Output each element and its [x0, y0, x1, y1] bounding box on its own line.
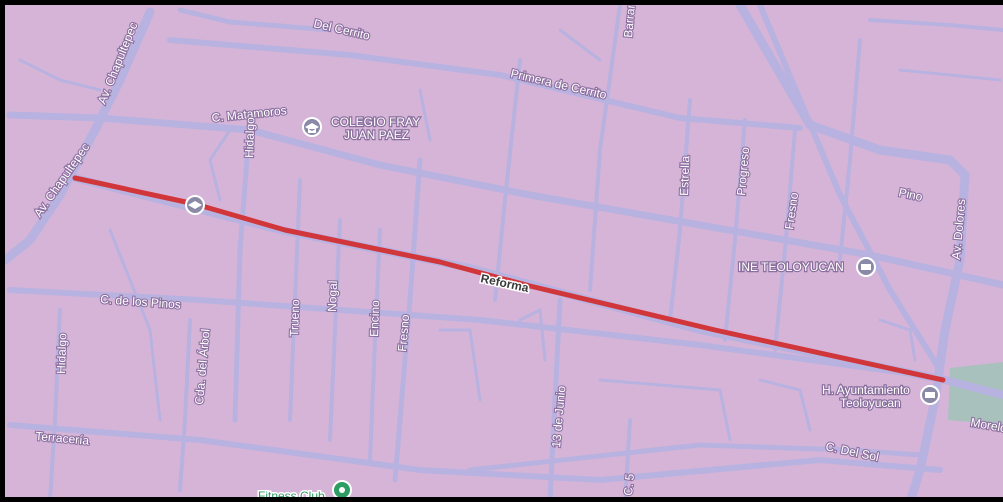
street-label-estrella: Estrella: [677, 155, 692, 196]
poi-ine-label: INE TEOLOYUCAN: [738, 260, 844, 274]
poi-colegio-label-line1: COLEGIO FRAY: [331, 115, 420, 129]
street-label-c-5: C. 5: [621, 473, 637, 496]
street-label-trueno: Trueno: [287, 299, 302, 337]
street-fresno-south: [392, 157, 423, 483]
map-canvas[interactable]: Reforma Del Cerrito Primera de Cerrito B…: [5, 5, 1003, 502]
street-label-hidalgo-bottom: Hidalgo: [54, 333, 69, 374]
street-minor-12: [558, 28, 602, 62]
street-minor-10: [208, 128, 232, 202]
street-hidalgo: [232, 117, 253, 423]
street-estrella: [668, 98, 692, 322]
street-minor-9: [18, 58, 102, 92]
street-diagonal-east: [757, 5, 943, 373]
poi-colegio-fray-juan-paez[interactable]: COLEGIO FRAY JUAN PAEZ: [302, 114, 421, 143]
poi-school-marker[interactable]: [185, 195, 205, 215]
street-nogal: [328, 218, 342, 442]
street-label-pino: Pino: [897, 185, 924, 204]
poi-colegio-label-line2: JUAN PAEZ: [344, 128, 409, 142]
street-encino: [368, 228, 382, 462]
government-icon-glyph: [925, 392, 935, 398]
street-label-13-de-junio: 13 de Junio: [549, 385, 568, 448]
street-av-chapultepec: [5, 7, 155, 265]
street-label-nogal: Nogal: [325, 280, 340, 312]
street-label-progreso: Progreso: [734, 146, 752, 196]
street-label-av-dolores: Av. Dolores: [949, 198, 968, 260]
poi-ine-teoloyucan[interactable]: INE TEOLOYUCAN: [737, 257, 876, 277]
street-minor-4: [598, 378, 732, 442]
street-north-connector: [493, 58, 522, 302]
street-label-barranca: Barranca: [621, 5, 639, 38]
street-minor-8: [878, 318, 917, 362]
street-c-5: [623, 418, 632, 497]
school-icon-glyph: [305, 123, 319, 133]
street-minor-7: [898, 68, 1002, 82]
fitness-pin-dot: [339, 487, 345, 493]
government-icon-glyph: [861, 264, 871, 270]
street-c-del-sol: [467, 442, 923, 473]
poi-fitness-club[interactable]: Fitness Club: [257, 480, 352, 502]
poi-ayuntamiento-label-line1: H. Ayuntamiento: [822, 383, 910, 397]
street-trueno: [288, 178, 302, 422]
street-av-dolores: [735, 5, 970, 497]
street-terraceria: [7, 422, 943, 484]
street-label-hidalgo-top: Hidalgo: [242, 117, 257, 158]
street-barranca: [588, 5, 622, 292]
street-label-fresno-top: Fresno: [782, 191, 801, 230]
street-13-de-junio: [547, 297, 563, 497]
poi-h-ayuntamiento-teoloyucan[interactable]: H. Ayuntamiento Teoloyucan: [821, 382, 940, 411]
street-pino-connector: [838, 38, 862, 262]
street-fresno-north: [773, 128, 797, 352]
street-minor-1: [108, 228, 162, 422]
school-icon-glyph: [188, 201, 202, 209]
street-minor-2: [438, 328, 482, 402]
park-area: [948, 362, 1003, 425]
poi-ayuntamiento-label-line2: Teoloyucan: [840, 396, 901, 410]
street-minor-3: [518, 307, 547, 362]
street-label-terraceria: Terracería: [35, 429, 90, 448]
street-del-cerrito: [177, 7, 333, 33]
street-minor-5: [758, 378, 812, 432]
street-progreso: [723, 118, 747, 342]
street-minor-11: [418, 88, 432, 142]
street-hidalgo-south: [48, 308, 62, 497]
street-label-fresno-bottom: Fresno: [395, 314, 412, 353]
poi-fitness-label: Fitness Club: [258, 489, 325, 502]
street-primera-de-cerrito: [167, 37, 803, 131]
street-label-encino: Encino: [367, 300, 382, 337]
street-network: [5, 5, 1003, 497]
street-label-c-de-los-pinos: C. de los Pinos: [100, 292, 181, 312]
street-cda-del-arbol: [178, 318, 192, 492]
street-minor-6: [868, 18, 1003, 32]
